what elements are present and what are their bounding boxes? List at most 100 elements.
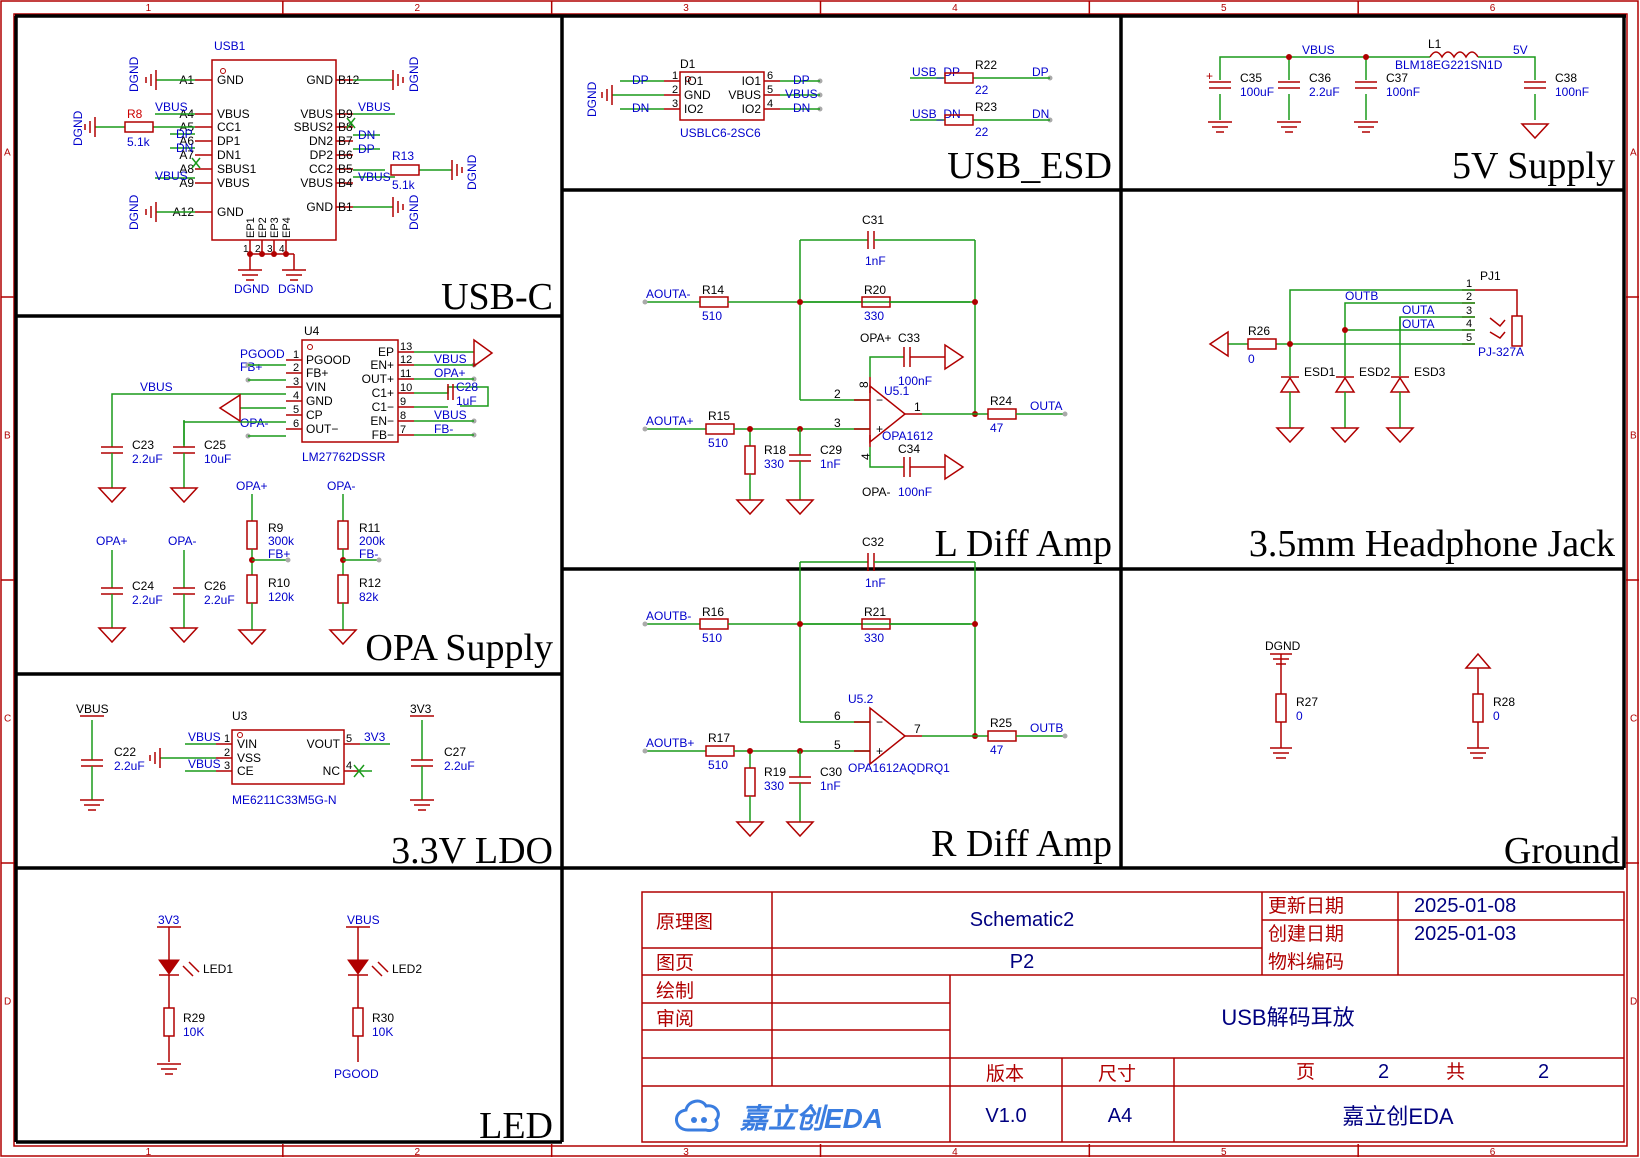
usbc-pin-name: VBUS [300,176,333,190]
u4-pin-name: FB− [372,428,394,442]
usbc-pin-number: B9 [338,107,353,121]
ground-symbol-icon [410,799,434,811]
led-light-rays-icon [371,961,389,977]
led-ref: LED2 [392,962,422,976]
u4-net-label: FB+ [240,360,262,374]
tb-review-label: 审阅 [656,1008,694,1030]
r22-net-in: USB_DP [912,65,960,79]
u4-net-label: FB- [434,422,453,436]
divider-net-top: OPA+ [236,479,267,493]
res-ref: R14 [702,283,724,297]
ground-arrow-icon [1330,427,1360,444]
r23-ref: R23 [975,100,997,114]
ground-arrow-icon [169,487,199,504]
u4-net-label: PGOOD [240,347,285,361]
u4-net-label: VBUS [434,352,467,366]
l1-ref: L1 [1428,37,1442,51]
frame-col-label: 6 [1490,1147,1496,1158]
frame-col-label: 3 [683,3,689,14]
res-value: 510 [708,436,728,450]
amp-input-minus: AOUTB- [646,609,691,623]
capacitor-c31 [867,231,875,249]
res-ref: R16 [702,605,724,619]
res-ref: R25 [990,716,1012,730]
cap-ref: C24 [132,579,154,593]
res-value: 330 [864,309,884,323]
usbc-ep-gnd-icon [238,269,262,281]
ldo-net-vbus-3: VBUS [188,757,221,771]
c33-ref: C33 [898,331,920,345]
usbc-net-dn-b7: DN [358,128,375,142]
u4-pin-number: 5 [293,404,299,416]
ldo-pin-name: VOUT [307,737,341,751]
resistor-r12 [337,574,349,604]
resistor-r23 [944,114,974,126]
resistor-r24 [987,408,1017,420]
u4-pin-name: EP [378,345,394,359]
block-title-5v-supply: 5V Supply [1452,145,1615,187]
tb-update-label: 更新日期 [1268,895,1344,917]
divider-net-top: OPA- [327,479,355,493]
resistor-r17 [705,745,735,757]
resistor-r29 [163,1007,175,1037]
frame-col-label: 1 [146,3,152,14]
tb-page-value: P2 [1010,951,1034,973]
u4-pin-name: CP [306,408,323,422]
resistor-r10 [246,574,258,604]
r28-ref: R28 [1493,695,1515,709]
supply5v-section: L1 BLM18EG221SN1D VBUS 5V +C35100uFC362.… [1206,37,1589,140]
u3-part: ME6211C33M5G-N [232,793,336,807]
res-ref: R20 [864,283,886,297]
ground-arrow-icon [1275,427,1305,444]
capacitor-c25 [173,446,195,454]
usbc-dgnd-8: DGND [278,282,314,296]
tb-page-num: 2 [1378,1061,1389,1083]
ground-arrow-icon [237,629,267,646]
tb-project: USB解码耳放 [1221,1005,1354,1030]
esd-pin-name: GND [684,88,711,102]
usbc-pin-name: DN1 [217,148,241,162]
tb-schematic-label: 原理图 [656,912,713,933]
res-ref: R15 [708,409,730,423]
r8-ref: R8 [127,107,143,121]
res-value: 510 [708,758,728,772]
u4-pin-name: EN+ [370,358,394,372]
block-title-ground: Ground [1504,830,1620,872]
usbc-ep-pin-name: EP2 [257,217,269,238]
led-net-label: VBUS [347,913,380,927]
opamp-pin-number: 1 [914,400,921,414]
r27-value: 0 [1296,709,1303,723]
jack-net-outa-1: OUTA [1402,303,1434,317]
inductor-l1 [1429,51,1479,59]
resistor-r18 [744,445,756,475]
r28-value: 0 [1493,709,1500,723]
ldo-pin-number: 1 [224,733,230,745]
res-ref: R24 [990,394,1012,408]
tb-draw-label: 绘制 [656,980,694,1002]
usbc-right-pins: B12GNDB9VBUSB8SBUS2B7DN2B6DP2B5CC2B4VBUS… [294,73,360,214]
ground-symbol-icon [1208,121,1232,133]
amp-input-plus: AOUTB+ [646,736,694,750]
resistor-r30 [352,1007,364,1037]
tb-company: 嘉立创EDA [1342,1104,1454,1129]
ldo-pin-name: VIN [237,737,257,751]
ground-arrow-icon [785,821,815,838]
esd-pin-number: 1 [672,70,678,82]
ldo-pin-number: 5 [346,733,352,745]
tb-update-date: 2025-01-08 [1414,895,1516,917]
opamp-part: OPA1612AQDRQ1 [848,761,950,775]
esd-pin-number: 5 [767,84,773,96]
led-diode-icon [347,959,369,975]
usbc-pin-name: SBUS1 [217,162,257,176]
frame-col-label: 4 [952,3,958,14]
led-ref: LED1 [203,962,233,976]
frame-col-label: 2 [414,3,420,14]
res-value: 10K [183,1025,204,1039]
u4-pin-number: 11 [400,368,411,380]
